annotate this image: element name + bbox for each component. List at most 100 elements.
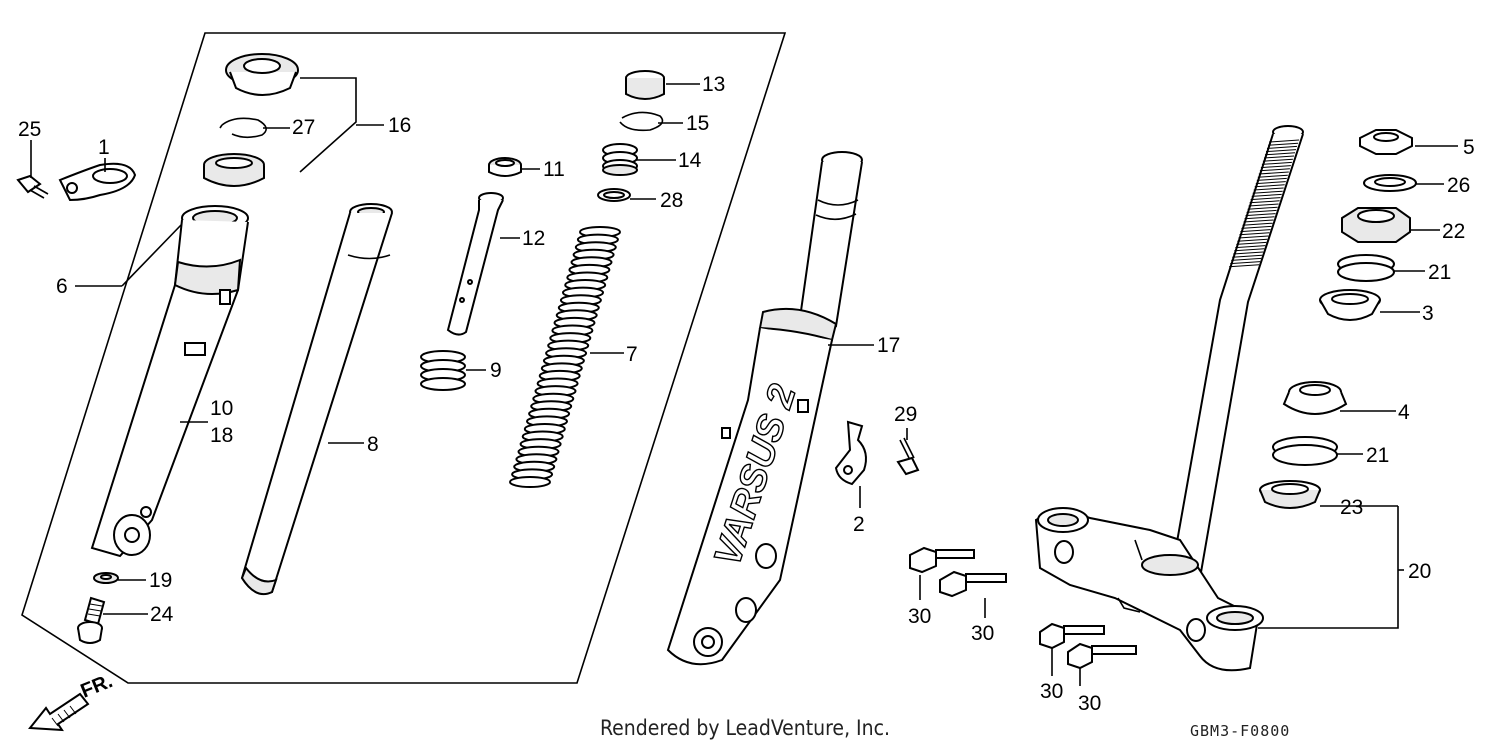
part-2-bracket[interactable] [834,420,867,486]
callout-10: 10 [210,397,233,420]
stem-thread-line [1254,184,1285,188]
stem-thread-line [1231,257,1262,261]
callout-25: 25 [18,118,41,141]
part-6-fork-slider[interactable] [90,205,249,558]
part-22-nut[interactable] [1341,207,1411,243]
callout-29: 29 [894,403,917,426]
callout-19: 19 [149,569,172,592]
callout-24: 24 [150,603,174,626]
stem-thread-line [1264,152,1296,156]
callout-27: 27 [292,116,315,139]
stem-thread-line [1238,235,1269,239]
callout-22: 22 [1442,220,1465,243]
part-1-holder[interactable] [58,162,137,202]
callout-5: 5 [1463,136,1475,159]
callout-12: 12 [522,227,545,250]
stem-thread-line [1236,241,1267,245]
callout-18: 18 [210,424,233,447]
callout-4: 4 [1398,401,1410,424]
stem-thread-line [1246,209,1277,213]
stem-thread-line [1261,161,1292,165]
callout-2: 2 [853,513,865,536]
callout-21-upper: 21 [1428,261,1451,284]
part-16-oil-seal[interactable] [203,153,265,187]
part-7-fork-spring[interactable] [509,226,621,488]
callout-3: 3 [1422,302,1434,325]
stem-thread-line [1257,174,1288,178]
stem-thread-line [1260,165,1291,169]
callout-20: 20 [1408,560,1431,583]
part-30-bolt-c[interactable] [1039,622,1105,650]
callout-30-a: 30 [908,605,931,628]
stem-thread-line [1239,232,1270,236]
stem-thread-line [1250,197,1281,201]
part-17-fork-assembly[interactable]: VARSUS 2 [666,151,863,666]
callout-labels: 25 1 6 16 27 13 15 14 28 11 12 7 9 10 18… [18,73,1475,715]
part-26-washer[interactable] [1363,174,1417,192]
callout-14: 14 [678,149,702,172]
part-27-clip[interactable] [219,117,267,139]
callout-1: 1 [98,136,110,159]
callout-7: 7 [626,343,638,366]
part-30-bolt-a[interactable] [909,546,975,574]
stem-thread-line [1268,142,1299,146]
part-28-washer[interactable] [597,188,631,202]
stem-thread-line [1252,190,1283,194]
callout-26: 26 [1447,174,1470,197]
part-3-cone-race[interactable] [1319,289,1381,321]
callout-6: 6 [56,275,68,298]
stem-thread-line [1266,145,1298,149]
stem-thread-line [1248,203,1279,207]
callout-28: 28 [660,189,683,212]
part-16-dust-seal[interactable] [225,53,299,96]
part-24-bolt[interactable] [77,596,106,644]
stem-thread-line [1269,139,1300,143]
stem-thread-line [1262,158,1293,162]
part-5-nut[interactable] [1359,129,1413,155]
stem-thread-line [1242,222,1273,226]
part-8-fork-pipe[interactable] [240,203,393,596]
stem-thread-line [1237,238,1268,242]
stem-thread-line [1245,213,1276,217]
stem-thread-line [1253,187,1284,191]
part-21-bearing-upper[interactable] [1337,254,1395,282]
stem-thread-line [1230,261,1261,265]
part-15-circlip[interactable] [619,111,664,132]
part-11-ring[interactable] [488,157,522,177]
callout-8: 8 [367,433,379,456]
stem-thread-line [1249,200,1280,204]
callout-23: 23 [1340,496,1363,519]
fork-assembly-outline [21,32,787,684]
part-13-cap[interactable] [625,70,665,100]
stem-thread-line [1244,216,1275,220]
diagram-code: GBM3-F0800 [1190,722,1291,740]
part-19-washer[interactable] [93,572,119,584]
callout-13: 13 [702,73,725,96]
stem-thread-line [1259,168,1290,172]
callout-30-c: 30 [1040,680,1063,703]
callout-16: 16 [388,114,411,137]
callout-15: 15 [686,112,709,135]
part-9-rebound-spring[interactable] [420,350,466,391]
stem-thread-line [1258,171,1289,175]
part-20-bottom-bridge[interactable] [1034,507,1264,672]
part-4-cone-race[interactable] [1282,381,1348,415]
part-12-piston[interactable] [446,192,504,336]
callout-11: 11 [543,158,565,181]
part-30-bolt-d[interactable] [1067,642,1137,670]
part-23-race[interactable] [1259,480,1321,509]
steering-stem[interactable] [1170,125,1304,580]
stem-thread-line [1235,245,1266,249]
front-arrow-label: FR. [78,670,116,702]
stem-thread-line [1234,248,1265,252]
part-21-bearing-lower[interactable] [1272,436,1338,466]
part-30-bolt-b[interactable] [939,570,1007,598]
leader-lines [30,77,1458,686]
stem-thread-line [1255,181,1286,185]
stem-thread-line [1240,229,1271,233]
part-29-bolt[interactable] [896,437,920,476]
callout-30-b: 30 [971,622,994,645]
part-14-spring-seat[interactable] [602,143,638,176]
part-25-bolt[interactable] [16,174,49,199]
